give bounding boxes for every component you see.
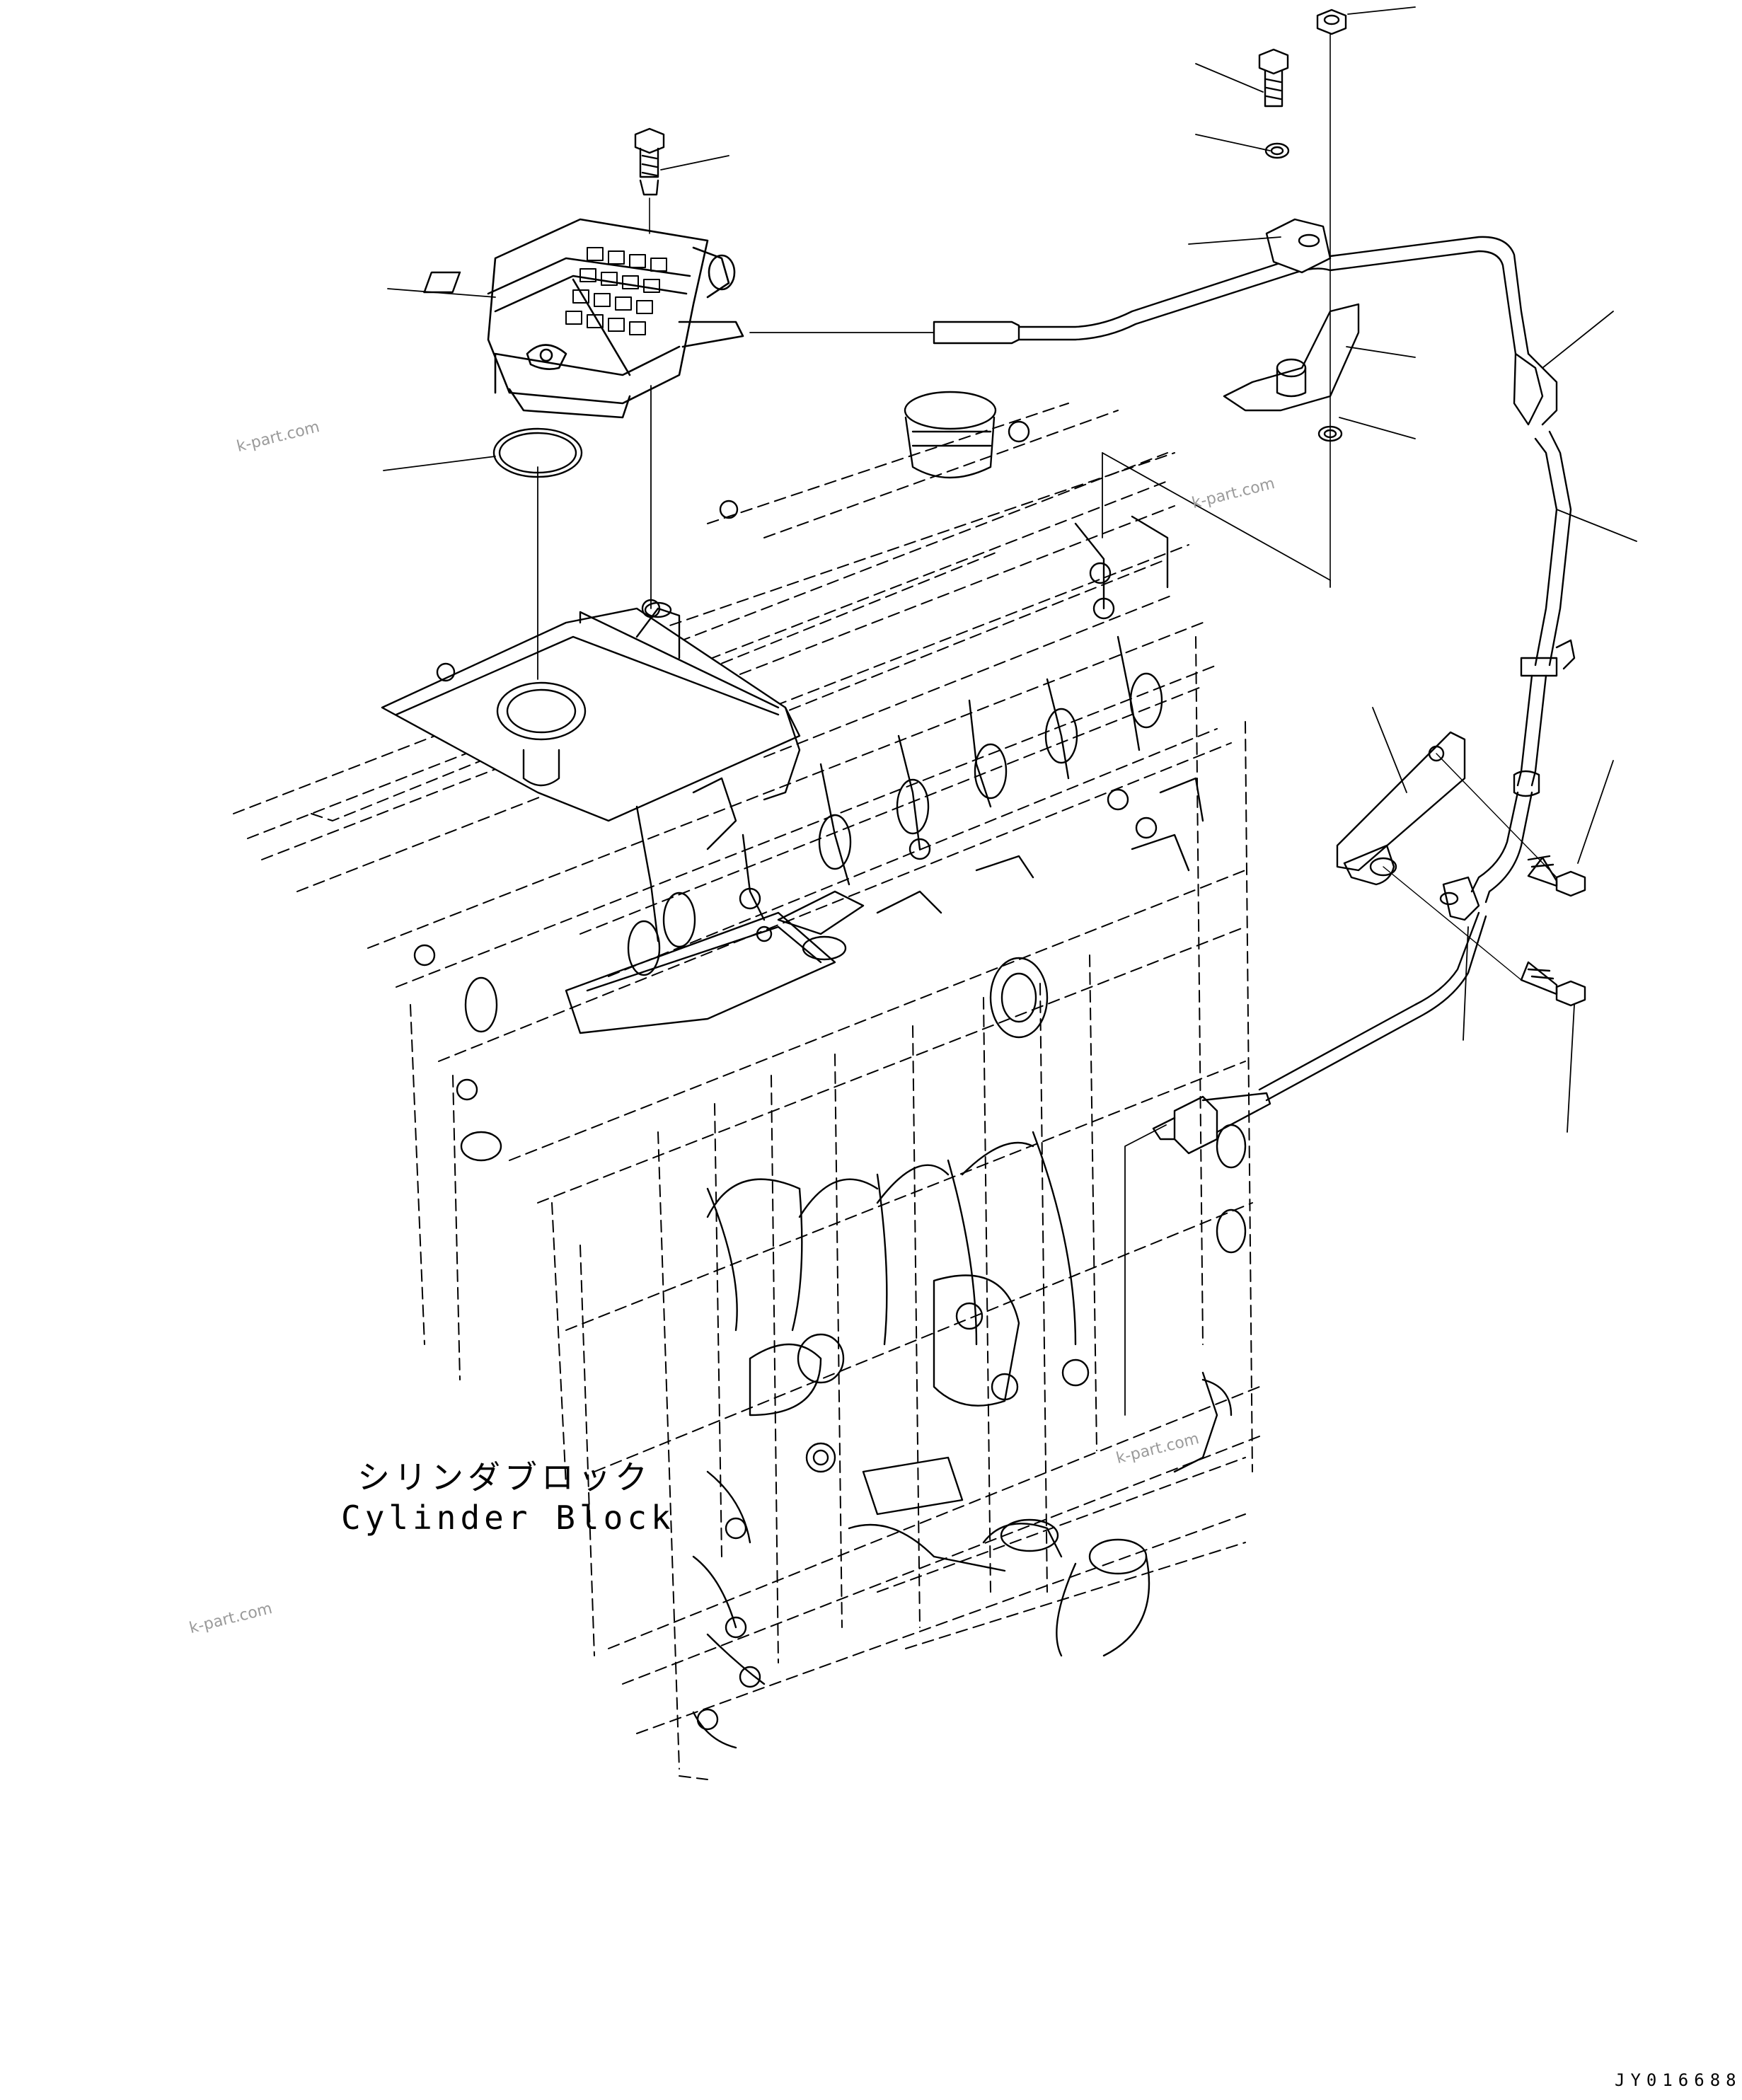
bracket-lower [1336,731,1466,886]
caption-jp: シリンダブロック [357,1458,652,1496]
breather-tube [933,218,1576,1155]
guide-lines [1383,753,1557,981]
bolt-top-left [634,127,665,234]
bolt-top-right [1258,48,1290,159]
connecting-line [537,332,935,680]
caption-en: Cylinder Block [341,1499,675,1537]
bolt-right-upper [1527,855,1586,897]
nut-top [1316,8,1347,581]
o-ring [492,427,583,478]
breather-unit [423,218,744,419]
grid-pattern [565,247,667,335]
cylinder-block [233,403,1260,1780]
document-id: JY016688 [1615,2070,1742,2090]
leader-lines [383,6,1637,1416]
bracket-top [1223,303,1360,442]
bolt-right-lower [1520,961,1586,1007]
cylinder-head [381,391,1247,1749]
